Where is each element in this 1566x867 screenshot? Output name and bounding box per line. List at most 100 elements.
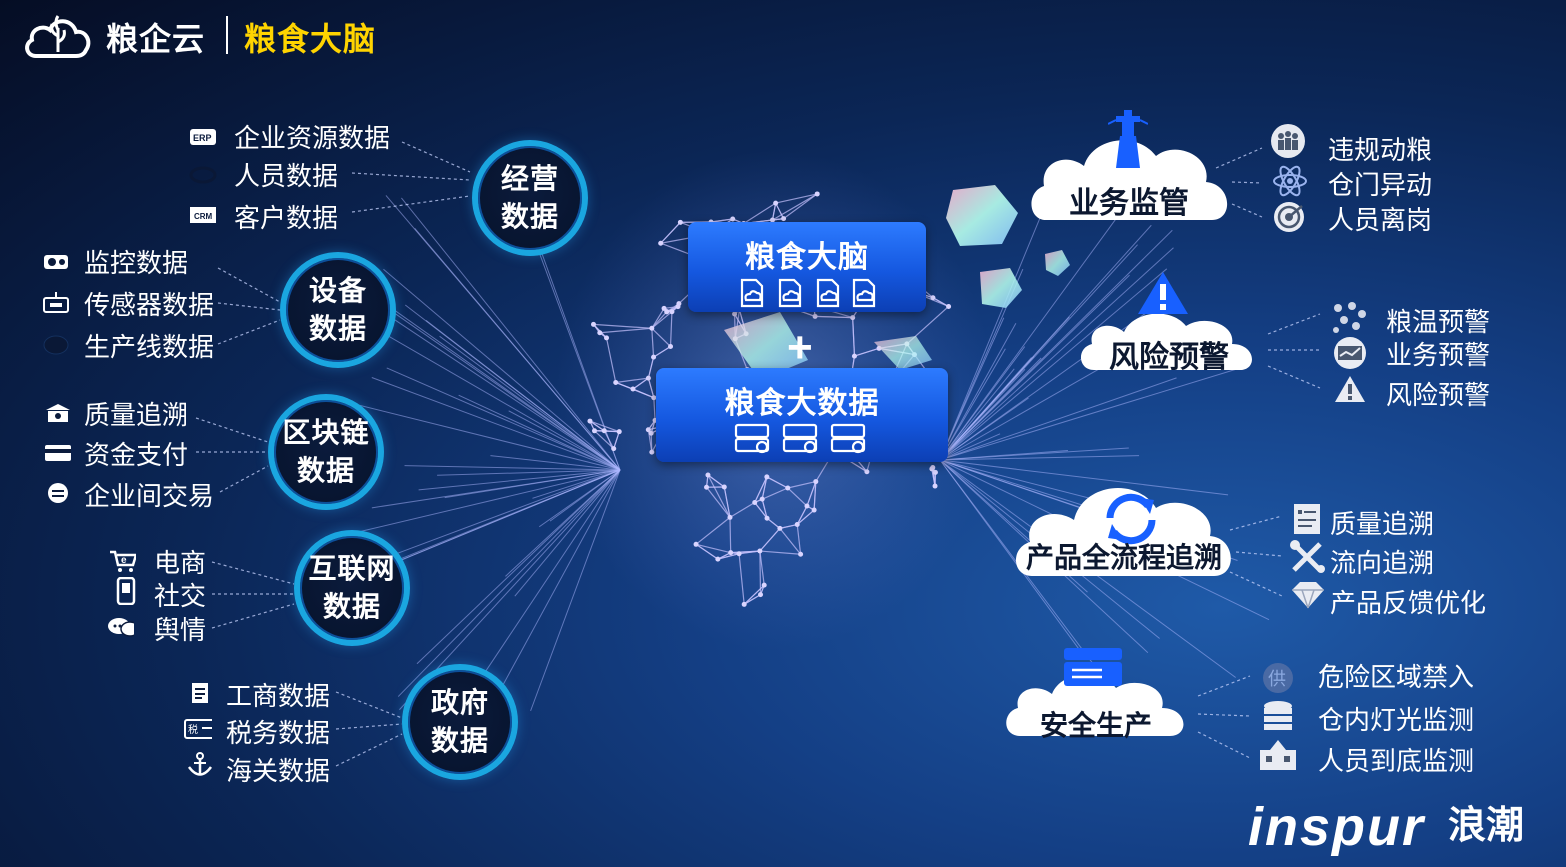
mesh-edge (796, 524, 802, 555)
mesh-node (715, 556, 721, 562)
mesh-node (930, 295, 936, 301)
anchor-icon (186, 752, 214, 776)
mesh-edge (707, 474, 725, 488)
exchange-icon (44, 482, 72, 504)
mesh-edge (761, 487, 788, 500)
mesh-edge (771, 202, 777, 221)
mesh-node (669, 309, 675, 315)
data-ray (939, 357, 1042, 461)
mesh-node (704, 484, 710, 490)
data-ray (939, 201, 1048, 461)
mesh-edge (796, 505, 808, 525)
mesh-edge (787, 487, 808, 507)
mesh-node (590, 321, 596, 327)
mesh-edge (813, 481, 817, 511)
circle-blockchain-data: 区块链 数据 (268, 394, 384, 510)
mesh-edge (613, 431, 620, 449)
data-ray (404, 465, 621, 471)
mesh-node (798, 551, 804, 557)
mesh-edge (743, 202, 776, 225)
mesh-node (721, 484, 727, 490)
mesh-node (794, 522, 800, 528)
cloud-label: 业务监管 (1069, 187, 1189, 220)
item-monitoring-data: 监控数据 (84, 248, 189, 278)
svg-text:税: 税 (188, 723, 198, 736)
data-ray (939, 201, 1129, 461)
cloud-document-icons (740, 278, 876, 308)
mesh-node (932, 483, 938, 489)
circle-label-line2: 数据 (500, 201, 559, 232)
mesh-node (648, 430, 654, 436)
inspur-logo-text: inspur (1248, 797, 1426, 857)
data-ray (939, 323, 1017, 461)
chat-icon (106, 616, 134, 638)
plus-sign: + (787, 323, 813, 372)
data-ray (939, 368, 1015, 461)
mesh-edge (593, 323, 652, 329)
data-ray (939, 346, 1026, 461)
mesh-node (675, 304, 681, 310)
item-quality-trace: 质量追溯 (1330, 509, 1435, 539)
document-icon (186, 682, 214, 704)
diamond-icon (1290, 580, 1330, 614)
phone-icon (112, 577, 140, 605)
item-flow-trace: 流向追溯 (1330, 548, 1435, 578)
mesh-edge (806, 481, 817, 507)
mesh-edge (738, 553, 745, 605)
mesh-edge (660, 221, 681, 244)
mesh-edge (729, 501, 756, 518)
item-ecommerce: 电商 (154, 548, 207, 578)
data-ray (939, 455, 1140, 461)
mesh-node (728, 550, 734, 556)
mesh-node (850, 315, 856, 321)
item-grain-temp-warning: 粮温预警 (1386, 307, 1491, 337)
mesh-node (946, 303, 952, 309)
mesh-edge (759, 551, 762, 595)
mesh-edge (783, 193, 818, 220)
data-ray (939, 229, 1173, 461)
mesh-node (758, 592, 764, 598)
data-ray (939, 357, 1032, 461)
circle-label-line1: 互联网 (308, 553, 396, 584)
mesh-edge (669, 311, 673, 347)
circle-label-line2: 数据 (296, 455, 355, 486)
mesh-edge (779, 528, 802, 555)
svg-text:e: e (121, 555, 127, 566)
mesh-node (651, 395, 657, 401)
cloud-label: 风险预警 (1109, 341, 1229, 374)
data-ray (414, 227, 621, 471)
mesh-node (930, 464, 936, 470)
mesh-edge (605, 337, 617, 383)
mesh-edge (651, 311, 673, 329)
data-ray (444, 469, 621, 499)
item-personnel-data: 人员数据 (234, 161, 339, 191)
data-ray (437, 469, 621, 476)
tax-icon: 税 (184, 718, 212, 740)
report-icon (1290, 502, 1330, 536)
mesh-node (597, 330, 603, 336)
mesh-node (705, 472, 711, 478)
data-ray (532, 469, 621, 499)
target-icon (1272, 200, 1312, 234)
data-ray (386, 367, 621, 471)
mesh-edge (615, 377, 649, 384)
production-line-icon (42, 334, 70, 356)
mesh-edge (932, 297, 949, 308)
card-icon (44, 442, 72, 464)
data-ray (508, 410, 621, 471)
mesh-edge (743, 584, 765, 605)
mesh-edge (632, 377, 649, 390)
mesh-edge (766, 476, 789, 489)
mesh-edge (775, 193, 818, 204)
item-b2b-trade: 企业间交易 (84, 481, 215, 511)
mesh-node (668, 344, 674, 350)
crm-icon: CRM (189, 204, 217, 226)
mesh-edge (761, 498, 768, 519)
data-ray (514, 469, 621, 597)
data-ray (939, 397, 1029, 461)
data-ray (439, 335, 621, 471)
cloud-safe-production: 安全生产 (1002, 648, 1190, 741)
mesh-node (649, 325, 655, 331)
grain-big-data-title: 粮食大数据 (724, 387, 880, 420)
